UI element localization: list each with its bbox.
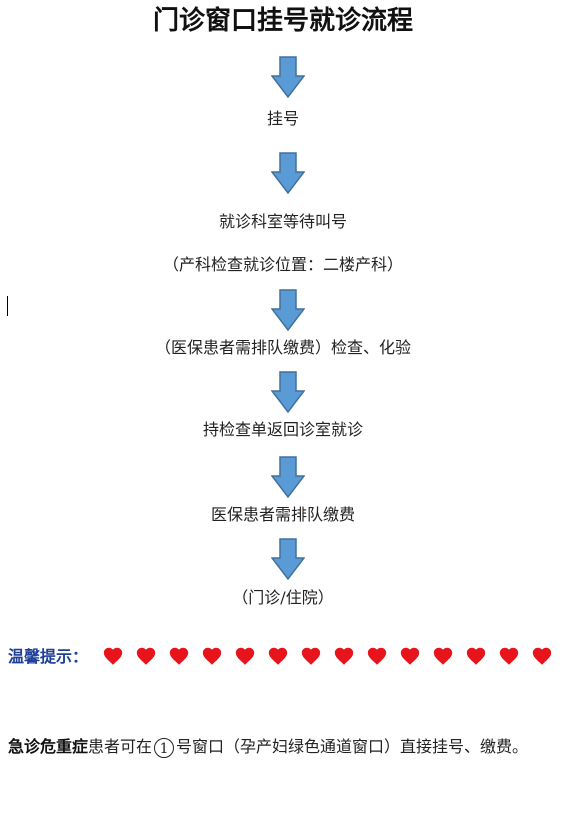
down-arrow-icon — [271, 152, 305, 194]
heart-icon — [169, 647, 189, 665]
heart-icon — [433, 647, 453, 665]
heart-icon — [136, 647, 156, 665]
note-text-before: 患者可在 — [88, 737, 153, 756]
down-arrow-icon — [271, 56, 305, 98]
note-text-after: 号窗口（孕产妇绿色通道窗口）直接挂号、缴费。 — [176, 737, 529, 756]
down-arrow-icon — [271, 456, 305, 498]
heart-icon — [103, 647, 123, 665]
step-wait-call: 就诊科室等待叫号 — [218, 212, 347, 231]
heart-icon — [334, 647, 354, 665]
heart-icon — [235, 647, 255, 665]
heart-icon — [202, 647, 222, 665]
down-arrow-icon — [271, 289, 305, 331]
heart-icon — [400, 647, 420, 665]
heart-icon — [499, 647, 519, 665]
emergency-bold-text: 急诊危重症 — [8, 737, 89, 756]
circled-number: 1 — [154, 737, 175, 758]
heart-icon — [466, 647, 486, 665]
heart-icon — [367, 647, 387, 665]
hearts-row — [102, 645, 562, 671]
down-arrow-icon — [271, 538, 305, 580]
page-title: 门诊窗口挂号就诊流程 — [152, 6, 413, 36]
text-cursor — [7, 296, 8, 316]
heart-icon — [532, 647, 552, 665]
heart-icon — [268, 647, 288, 665]
heart-icon — [301, 647, 321, 665]
step-register: 挂号 — [266, 109, 299, 128]
down-arrow-icon — [271, 371, 305, 413]
tip-label: 温馨提示： — [8, 647, 89, 666]
step-return-clinic: 持检查单返回诊室就诊 — [202, 420, 363, 439]
step-obstetrics-location: （产科检查就诊位置：二楼产科） — [162, 255, 403, 274]
step-insurance-pay: 医保患者需排队缴费 — [210, 505, 355, 524]
step-outpatient-inpatient: （门诊/住院） — [232, 588, 334, 607]
step-exam-lab: （医保患者需排队缴费）检查、化验 — [154, 338, 411, 357]
